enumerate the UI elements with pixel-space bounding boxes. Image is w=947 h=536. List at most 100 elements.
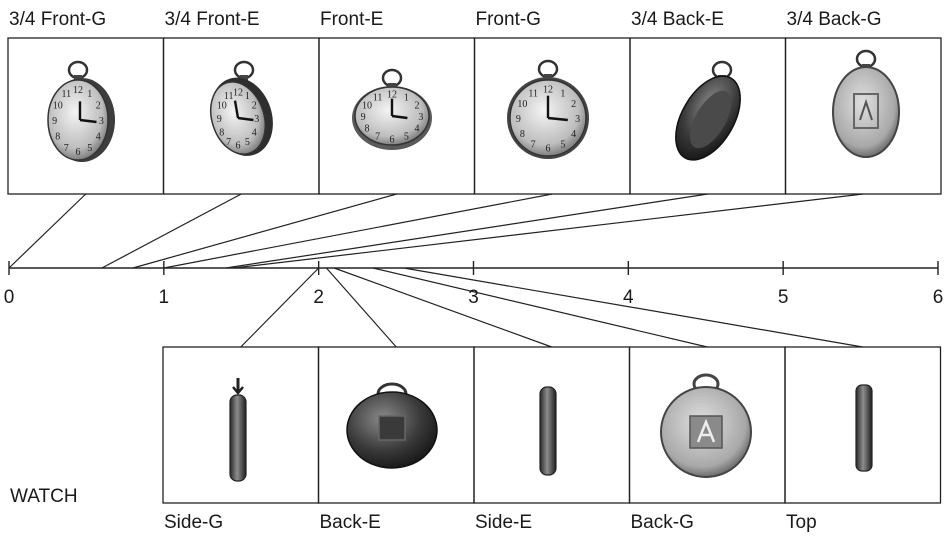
svg-text:2: 2 xyxy=(252,101,257,112)
view-label: 3/4 Front-G xyxy=(9,9,106,30)
watch-image xyxy=(660,373,752,478)
view-label: 3/4 Back-E xyxy=(631,9,724,30)
svg-text:3: 3 xyxy=(418,112,423,123)
svg-text:8: 8 xyxy=(55,132,60,143)
svg-text:11: 11 xyxy=(61,89,71,100)
view-label: Back-G xyxy=(631,512,694,533)
connector-lines xyxy=(8,193,864,348)
view-label: Back-E xyxy=(320,512,381,533)
watch-image xyxy=(832,49,900,158)
watch-image xyxy=(229,378,247,482)
svg-text:11: 11 xyxy=(528,88,538,99)
svg-text:6: 6 xyxy=(546,144,551,155)
svg-text:6: 6 xyxy=(236,141,241,152)
svg-text:5: 5 xyxy=(87,143,92,154)
bottom-view-panel: Side-E xyxy=(473,346,631,533)
axis-tick-label: 5 xyxy=(778,287,789,308)
connector-line xyxy=(8,193,87,269)
svg-text:7: 7 xyxy=(64,143,69,154)
svg-text:3: 3 xyxy=(99,116,104,127)
bottom-view-row: Side-G Back-E Side-E Back-G Top xyxy=(162,346,942,533)
axis-tick-label: 2 xyxy=(313,287,324,308)
view-label: Front-G xyxy=(476,9,541,30)
svg-text:12: 12 xyxy=(543,84,553,95)
svg-text:4: 4 xyxy=(252,127,257,138)
svg-text:11: 11 xyxy=(224,91,234,102)
watch-image xyxy=(855,384,873,472)
panel-frame xyxy=(784,346,942,504)
view-label: 3/4 Back-G xyxy=(787,9,882,30)
watch-image xyxy=(346,382,438,469)
svg-text:1: 1 xyxy=(87,89,92,100)
svg-text:9: 9 xyxy=(217,114,222,125)
similarity-axis: 0 1 2 3 4 5 6 xyxy=(4,261,944,308)
svg-text:6: 6 xyxy=(390,135,395,146)
svg-text:8: 8 xyxy=(219,127,224,138)
top-view-panel: 3/4 Back-E xyxy=(629,9,787,195)
connector-line xyxy=(333,267,552,348)
view-label: Side-E xyxy=(475,512,532,533)
svg-text:2: 2 xyxy=(414,101,419,112)
axis-tick-label: 0 xyxy=(4,287,15,308)
connector-line xyxy=(101,193,242,269)
svg-text:7: 7 xyxy=(226,137,231,148)
top-view-panel: 3/4 Back-G xyxy=(784,9,942,195)
bottom-view-panel: Top xyxy=(784,346,942,533)
connector-line xyxy=(325,267,397,348)
svg-text:10: 10 xyxy=(217,101,227,112)
svg-text:1: 1 xyxy=(245,91,250,102)
view-label: 3/4 Front-E xyxy=(165,9,260,30)
svg-text:3: 3 xyxy=(254,114,259,125)
bottom-view-panel: Back-G xyxy=(628,346,786,533)
svg-text:1: 1 xyxy=(560,88,565,99)
svg-text:6: 6 xyxy=(76,147,81,158)
connector-line xyxy=(233,193,864,269)
svg-text:3: 3 xyxy=(575,114,580,125)
svg-text:7: 7 xyxy=(375,132,380,143)
svg-text:5: 5 xyxy=(245,137,250,148)
svg-text:2: 2 xyxy=(96,100,101,111)
view-label: Front-E xyxy=(320,9,383,30)
svg-text:2: 2 xyxy=(571,99,576,110)
svg-text:4: 4 xyxy=(96,132,101,143)
svg-text:10: 10 xyxy=(362,101,372,112)
bottom-view-panel: Side-G xyxy=(162,346,320,533)
axis-tick-label: 6 xyxy=(933,287,944,308)
svg-text:12: 12 xyxy=(387,89,397,100)
view-label: Side-G xyxy=(164,512,223,533)
svg-text:10: 10 xyxy=(53,100,63,111)
axis-tick-label: 3 xyxy=(468,287,479,308)
axis-tick-label: 1 xyxy=(159,287,170,308)
svg-text:12: 12 xyxy=(233,87,243,98)
svg-text:9: 9 xyxy=(52,116,57,127)
svg-text:5: 5 xyxy=(560,140,565,151)
connector-line xyxy=(240,267,320,348)
svg-text:7: 7 xyxy=(531,140,536,151)
svg-text:5: 5 xyxy=(404,132,409,143)
svg-text:1: 1 xyxy=(404,92,409,103)
svg-text:8: 8 xyxy=(365,123,370,134)
axis-tick-label: 4 xyxy=(623,287,634,308)
bottom-view-panel: Back-E xyxy=(317,346,475,533)
svg-text:10: 10 xyxy=(517,99,527,110)
connector-line xyxy=(225,193,708,269)
connector-line xyxy=(163,193,553,269)
svg-text:11: 11 xyxy=(373,92,383,103)
svg-text:8: 8 xyxy=(520,129,525,140)
connector-line xyxy=(132,193,397,269)
watch-image xyxy=(675,60,741,161)
object-label: WATCH xyxy=(10,486,78,507)
svg-text:4: 4 xyxy=(414,123,419,134)
svg-text:4: 4 xyxy=(571,129,576,140)
view-label: Top xyxy=(786,512,817,533)
